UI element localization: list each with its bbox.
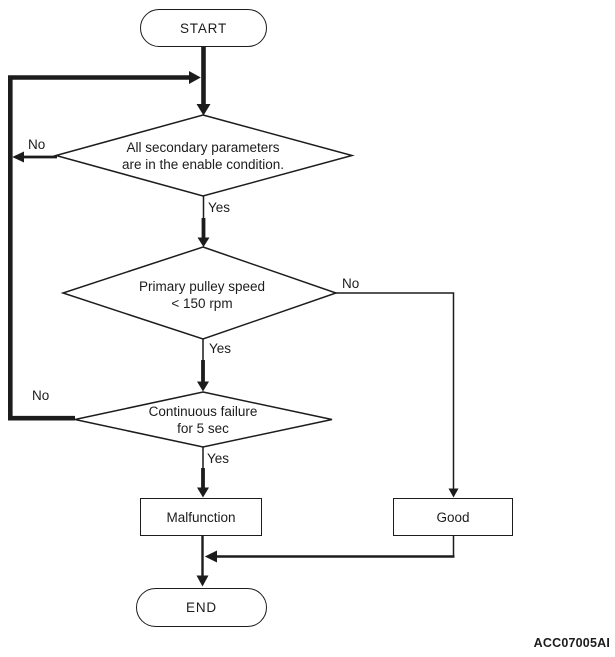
decision1-line1: All secondary parameters [126, 140, 280, 155]
decision1-line2: are in the enable condition. [121, 157, 285, 172]
malfunction-box: Malfunction [140, 498, 262, 536]
arrowhead-into-decision2 [197, 237, 210, 247]
arrowhead-feedback-into-main [189, 71, 201, 84]
decision-continuous-failure-shape [74, 391, 333, 448]
start-node: START [140, 9, 267, 47]
malfunction-label: Malfunction [166, 509, 236, 525]
figure-code: ACC07005AI [533, 636, 610, 650]
good-label: Good [436, 509, 470, 525]
decision3-line1: Continuous failure [148, 404, 258, 419]
good-box: Good [393, 498, 513, 536]
decision2-yes-label: Yes [209, 341, 232, 356]
arrowhead-decision1-no [12, 151, 24, 163]
end-label: END [186, 600, 217, 615]
decision-secondary-parameters-shape [53, 114, 355, 197]
decision-primary-pulley-speed-shape [60, 246, 339, 340]
decision1-yes-label: Yes [208, 200, 231, 215]
decision-continuous-failure-text: Continuous failure for 5 sec [103, 403, 303, 437]
arrowhead-into-end [196, 575, 209, 587]
arrowhead-into-decision1 [196, 104, 211, 116]
decision3-yes-label: Yes [207, 451, 230, 466]
decision1-no-label: No [28, 137, 46, 152]
end-node: END [136, 588, 267, 627]
arrowhead-into-malfunction [197, 487, 209, 498]
decision3-line2: for 5 sec [177, 421, 229, 436]
decision3-no-label: No [32, 388, 50, 403]
feedback-loop-line [8, 75, 190, 421]
decision-primary-pulley-speed-text: Primary pulley speed < 150 rpm [102, 278, 302, 312]
arrowhead-into-decision3 [197, 381, 209, 392]
decision-secondary-parameters-text: All secondary parameters are in the enab… [93, 139, 313, 173]
arrow-decision2-no [335, 292, 455, 489]
decision2-no-label: No [342, 276, 360, 291]
decision2-line2: < 150 rpm [171, 296, 233, 311]
start-label: START [179, 20, 227, 36]
arrowhead-into-good [448, 488, 459, 498]
arrowhead-good-join [204, 550, 217, 563]
decision2-line1: Primary pulley speed [138, 279, 266, 294]
